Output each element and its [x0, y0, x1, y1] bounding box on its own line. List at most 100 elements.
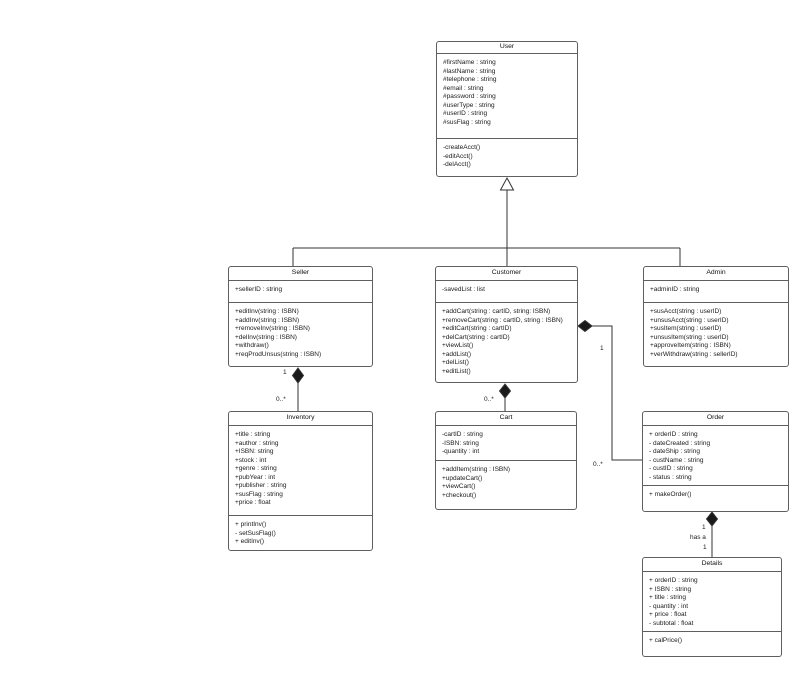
member-line: + printInv() [235, 521, 267, 528]
generalization-user-connector[interactable] [292, 176, 681, 266]
member-line: +updateCart() [442, 474, 483, 482]
member-line: - status : string [649, 473, 692, 481]
member-line: +adminID : string [650, 286, 700, 293]
class-methods: + printInv()- setSusFlag()+ editInv() [229, 516, 372, 549]
member-line: - custName : string [649, 456, 704, 464]
composition-customer-order[interactable] [577, 319, 642, 461]
member-line: + ISBN : string [649, 585, 692, 593]
member-line: +viewCart() [442, 483, 476, 490]
mult-customer-order-source: 1 [600, 345, 604, 352]
member-line: +editCart(string : cartID) [442, 325, 512, 332]
mult-inventory-target: 0..* [276, 396, 286, 403]
mult-cart-target: 0..* [484, 396, 494, 403]
member-line: + makeOrder() [649, 491, 692, 498]
class-attributes: -savedList : list [436, 281, 577, 303]
class-attributes: +sellerID : string [229, 281, 372, 303]
member-line: +withdraw() [235, 342, 269, 349]
class-attributes: -cartID : string-ISBN: string-quantity :… [436, 426, 576, 461]
member-line: #susFlag : string [443, 118, 491, 126]
class-cart[interactable]: Cart -cartID : string-ISBN: string-quant… [435, 411, 577, 510]
member-line: +susItem(string : userID) [650, 325, 722, 332]
class-methods: -createAcct()-editAcct()-delAcct() [437, 139, 577, 172]
member-line: -createAcct() [443, 144, 481, 151]
class-seller[interactable]: Seller +sellerID : string +editInv(strin… [228, 266, 373, 367]
class-customer[interactable]: Customer -savedList : list +addCart(stri… [435, 266, 578, 383]
composition-customer-cart[interactable] [498, 383, 512, 411]
class-title: Inventory [229, 412, 372, 426]
member-line: - subtotal : float [649, 619, 694, 627]
member-line: #password : string [443, 93, 496, 100]
edge-line[interactable] [592, 325, 642, 461]
member-line: -quantity : int [442, 448, 480, 455]
member-line: +title : string [235, 431, 271, 438]
class-methods: +editInv(string : ISBN)+addInv(string : … [229, 303, 372, 361]
member-line: -cartID : string [442, 431, 483, 438]
member-line: +susFlag : string [235, 490, 283, 498]
member-line: +editInv(string : ISBN) [235, 308, 299, 315]
member-line: #firstName : string [443, 59, 496, 66]
member-line: +removeCart(string : cartID, string : IS… [442, 316, 563, 324]
generalization-lines[interactable] [292, 190, 681, 266]
member-line: + orderID : string [649, 431, 698, 438]
member-line: +verWithdraw(string : sellerID) [650, 350, 738, 358]
member-line: +editList() [442, 367, 471, 375]
member-line: - quantity : int [649, 602, 689, 610]
class-title: Order [643, 412, 788, 426]
member-line: - dateShip : string [649, 448, 700, 455]
class-attributes: #firstName : string#lastName : string#te… [437, 54, 577, 139]
generalization-triangle-icon [499, 176, 515, 191]
member-line: +delList() [442, 359, 469, 366]
member-line: +addCart(string : cartID, string: ISBN) [442, 308, 551, 315]
member-line: -savedList : list [442, 286, 485, 293]
member-line: +stock : int [235, 456, 267, 464]
member-line: +viewList() [442, 342, 474, 349]
member-line: + calPrice() [649, 637, 683, 644]
class-details[interactable]: Details + orderID : string+ ISBN : strin… [642, 557, 782, 657]
class-methods: +susAcct(string : userID)+unsusAcct(stri… [644, 303, 788, 361]
member-line: + editInv() [235, 538, 265, 545]
class-inventory[interactable]: Inventory +title : string+author : strin… [228, 411, 373, 551]
composition-seller-inventory[interactable] [291, 367, 305, 411]
member-line: - dateCreated : string [649, 439, 711, 447]
class-methods: + makeOrder() [643, 486, 788, 502]
class-title: Details [643, 558, 781, 572]
member-line: #userType : string [443, 101, 495, 109]
class-title: Seller [229, 267, 372, 281]
member-line: + orderID : string [649, 577, 698, 584]
member-line: +approveItem(string : ISBN) [650, 342, 731, 349]
member-line: + price : float [649, 611, 687, 618]
class-attributes: +adminID : string [644, 281, 788, 303]
class-attributes: +title : string+author : string+ISBN: st… [229, 426, 372, 516]
member-line: +reqProdUnsus(string : ISBN) [235, 350, 322, 358]
member-line: +ISBN: string [235, 448, 274, 455]
member-line: - custID : string [649, 465, 693, 472]
member-line: +addItem(string : ISBN) [442, 466, 511, 473]
member-line: +addInv(string : ISBN) [235, 316, 300, 324]
class-admin[interactable]: Admin +adminID : string +susAcct(string … [643, 266, 789, 367]
composition-order-details[interactable] [705, 511, 719, 557]
composition-diamond-icon [291, 367, 305, 384]
member-line: +price : float [235, 499, 271, 506]
class-methods: + calPrice() [643, 632, 781, 648]
member-line: +delCart(string : cartID) [442, 333, 510, 341]
member-line: +publisher : string [235, 482, 287, 489]
member-line: -delAcct() [443, 161, 471, 168]
member-line: #email : string [443, 84, 484, 92]
class-order[interactable]: Order + orderID : string- dateCreated : … [642, 411, 789, 512]
mult-order-details-source: 1 [702, 524, 706, 531]
edge-name-has-a: has a [690, 534, 706, 541]
member-line: +delInv(string : ISBN) [235, 333, 297, 341]
member-line: - setSusFlag() [235, 529, 276, 537]
class-user[interactable]: User #firstName : string#lastName : stri… [436, 41, 578, 177]
member-line: +pubYear : int [235, 473, 276, 481]
member-line: +genre : string [235, 465, 277, 472]
class-title: Cart [436, 412, 576, 426]
member-line: #userID : string [443, 110, 488, 117]
member-line: +susAcct(string : userID) [650, 308, 722, 315]
class-attributes: + orderID : string+ ISBN : string+ title… [643, 572, 781, 632]
mult-details-target: 1 [703, 544, 707, 551]
member-line: +unsusItem(string : userID) [650, 333, 729, 341]
member-line: +checkout() [442, 491, 477, 499]
